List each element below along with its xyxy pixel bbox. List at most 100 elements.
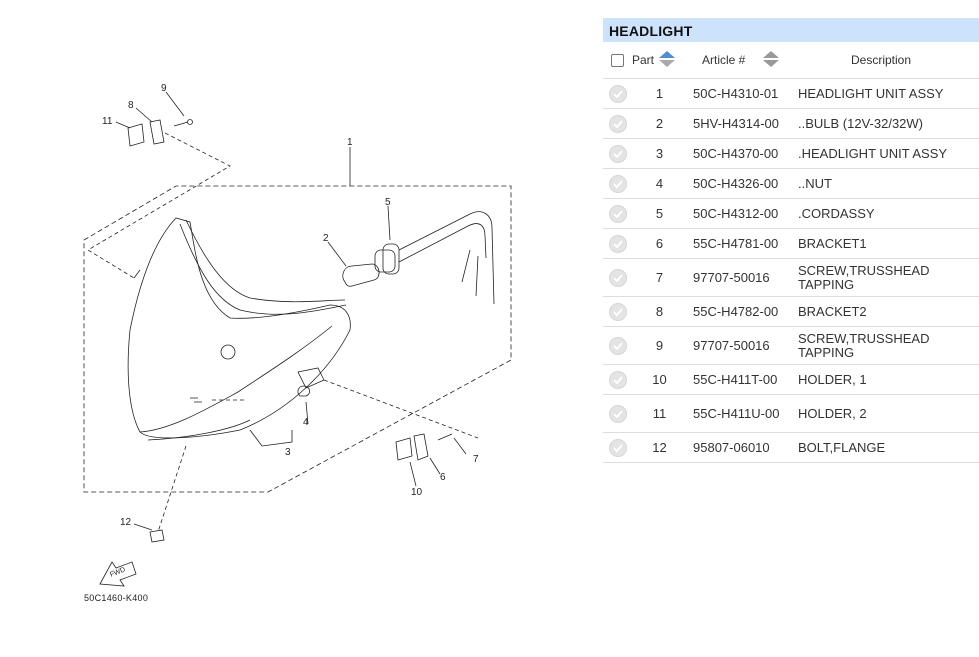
part-number: 2	[655, 116, 664, 131]
callout-12: 12	[120, 517, 132, 528]
check-circle-icon[interactable]	[608, 336, 627, 355]
header-article-label: Article #	[702, 53, 746, 67]
part-description: SCREW,TRUSSHEAD TAPPING	[798, 262, 930, 292]
article-number: 95807-06010	[693, 440, 770, 455]
article-number: 50C-H4370-00	[693, 146, 779, 161]
part-description: BOLT,FLANGE	[798, 439, 886, 455]
sort-arrows-icon[interactable]	[762, 50, 780, 70]
table-row[interactable]: 11 55C-H411U-00 HOLDER, 2	[603, 395, 979, 433]
article-number: 97707-50016	[693, 270, 770, 285]
table-body: 1 50C-H4310-01 HEADLIGHT UNIT ASSY 2 5HV-H43…	[603, 79, 979, 463]
check-circle-icon[interactable]	[608, 234, 627, 253]
table-row[interactable]: 12 95807-06010 BOLT,FLANGE	[603, 433, 979, 463]
table-row[interactable]: 1 50C-H4310-01 HEADLIGHT UNIT ASSY	[603, 79, 979, 109]
row-check-cell	[603, 404, 632, 423]
header-part-label: Part	[632, 53, 655, 67]
part-number: 12	[652, 440, 667, 455]
select-all-checkbox[interactable]	[611, 53, 624, 67]
row-check-cell	[603, 234, 632, 253]
check-circle-icon[interactable]	[608, 302, 627, 321]
part-number: 10	[652, 372, 667, 387]
article-number: 50C-H4312-00	[693, 206, 779, 221]
callout-9: 9	[161, 83, 167, 94]
article-number: 55C-H411U-00	[693, 406, 780, 421]
header-checkbox-cell	[603, 53, 632, 67]
header-description: Description	[850, 53, 912, 67]
part-description: ..NUT	[798, 175, 832, 191]
table-row[interactable]: 7 97707-50016 SCREW,TRUSSHEAD TAPPING	[603, 259, 979, 297]
headlight-exploded-drawing	[83, 91, 512, 587]
table-title: HEADLIGHT	[603, 18, 979, 42]
part-description: .HEADLIGHT UNIT ASSY	[798, 145, 948, 161]
table-row[interactable]: 3 50C-H4370-00 .HEADLIGHT UNIT ASSY	[603, 139, 979, 169]
part-description: ..BULB (12V-32/32W)	[798, 115, 923, 131]
callout-10: 10	[411, 487, 423, 498]
callout-4: 4	[303, 417, 309, 428]
check-circle-icon[interactable]	[608, 438, 627, 457]
table-row[interactable]: 10 55C-H411T-00 HOLDER, 1	[603, 365, 979, 395]
callout-1: 1	[347, 137, 353, 148]
header-part[interactable]: Part	[632, 50, 687, 70]
part-number: 5	[655, 206, 664, 221]
part-number: 9	[655, 338, 664, 353]
row-check-cell	[603, 336, 632, 355]
check-circle-icon[interactable]	[608, 268, 627, 287]
part-description: BRACKET2	[798, 303, 867, 319]
row-check-cell	[603, 370, 632, 389]
part-number: 1	[655, 86, 664, 101]
check-circle-icon[interactable]	[608, 114, 627, 133]
table-row[interactable]: 6 55C-H4781-00 BRACKET1	[603, 229, 979, 259]
check-circle-icon[interactable]	[608, 144, 627, 163]
table-header: Part Article # Description	[603, 42, 979, 79]
part-number: 11	[652, 406, 667, 421]
check-circle-icon[interactable]	[608, 174, 627, 193]
parts-table-panel: HEADLIGHT Part Article # Description 1 50…	[603, 18, 979, 463]
table-row[interactable]: 9 97707-50016 SCREW,TRUSSHEAD TAPPING	[603, 327, 979, 365]
sort-arrows-active-icon[interactable]	[658, 50, 676, 70]
part-description: HEADLIGHT UNIT ASSY	[798, 85, 944, 101]
callout-5: 5	[385, 197, 391, 208]
part-description: HOLDER, 1	[798, 371, 867, 387]
article-number: 50C-H4310-01	[693, 86, 779, 101]
header-article[interactable]: Article #	[687, 50, 793, 70]
part-description: SCREW,TRUSSHEAD TAPPING	[798, 330, 930, 360]
article-number: 97707-50016	[693, 338, 770, 353]
table-row[interactable]: 2 5HV-H4314-00 ..BULB (12V-32/32W)	[603, 109, 979, 139]
row-check-cell	[603, 268, 632, 287]
part-description: .CORDASSY	[798, 205, 875, 221]
row-check-cell	[603, 84, 632, 103]
callout-11: 11	[102, 116, 113, 127]
row-check-cell	[603, 438, 632, 457]
callout-3: 3	[285, 447, 291, 458]
part-number: 7	[655, 270, 664, 285]
part-number: 6	[655, 236, 664, 251]
parts-diagram: 1 2 3 4 5 6 7 8 9 10 11 12 FWD 50C1460-K…	[83, 83, 512, 603]
article-number: 55C-H4781-00	[693, 236, 779, 251]
callout-8: 8	[128, 100, 134, 111]
part-number: 4	[655, 176, 664, 191]
row-check-cell	[603, 114, 632, 133]
article-number: 50C-H4326-00	[693, 176, 779, 191]
drawing-code: 50C1460-K400	[84, 593, 149, 603]
part-description: HOLDER, 2	[798, 405, 867, 421]
article-number: 55C-H411T-00	[693, 372, 778, 387]
row-check-cell	[603, 302, 632, 321]
callout-2: 2	[323, 233, 329, 244]
check-circle-icon[interactable]	[608, 84, 627, 103]
row-check-cell	[603, 144, 632, 163]
table-row[interactable]: 5 50C-H4312-00 .CORDASSY	[603, 199, 979, 229]
part-description: BRACKET1	[798, 235, 867, 251]
article-number: 55C-H4782-00	[693, 304, 779, 319]
row-check-cell	[603, 174, 632, 193]
check-circle-icon[interactable]	[608, 370, 627, 389]
callout-6: 6	[440, 472, 446, 483]
check-circle-icon[interactable]	[608, 204, 627, 223]
table-row[interactable]: 4 50C-H4326-00 ..NUT	[603, 169, 979, 199]
article-number: 5HV-H4314-00	[693, 116, 779, 131]
part-number: 8	[655, 304, 664, 319]
callout-7: 7	[473, 454, 479, 465]
row-check-cell	[603, 204, 632, 223]
table-row[interactable]: 8 55C-H4782-00 BRACKET2	[603, 297, 979, 327]
check-circle-icon[interactable]	[608, 404, 627, 423]
part-number: 3	[655, 146, 664, 161]
